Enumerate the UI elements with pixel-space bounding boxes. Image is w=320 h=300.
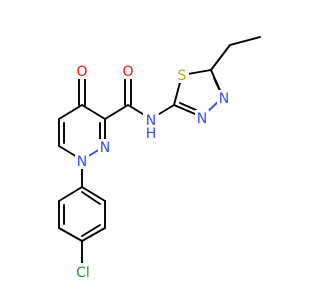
bond-c3-c4	[81, 104, 106, 120]
bond-c5-ch2	[210, 44, 231, 71]
bond-ch2-ch3	[229, 36, 261, 46]
atom-h-amide: H	[146, 126, 157, 142]
atom-o-ring-carbonyl: O	[76, 64, 87, 80]
bond-ar-4-5	[81, 227, 106, 242]
bond-ar-6-1-inner	[81, 191, 101, 205]
atom-n-thiadiazole-4: N	[219, 91, 229, 107]
atom-n-amide: N	[146, 113, 156, 129]
bond-c4-c5	[58, 104, 83, 120]
atom-n2-pyridazine: N	[100, 140, 110, 156]
atom-n1-pyridazine: N	[77, 154, 87, 170]
bond-ar-6-1	[81, 186, 106, 202]
atom-n-thiadiazole-3: N	[197, 111, 207, 127]
bond-ar-3-4	[58, 227, 83, 242]
atom-o-amide: O	[122, 64, 133, 80]
bond-ar-1-2	[58, 186, 83, 202]
bond-ar-4-5-inner	[81, 224, 101, 237]
molecule-structure-diagram: O O N H S N N N N Cl	[58, 36, 261, 281]
atom-cl: Cl	[76, 265, 90, 281]
bond-c5-n4-inner	[213, 77, 221, 92]
bond-n3-c2-inner	[179, 102, 197, 111]
atom-s-thiadiazole: S	[178, 68, 187, 84]
bond-c3-camide	[104, 104, 129, 120]
